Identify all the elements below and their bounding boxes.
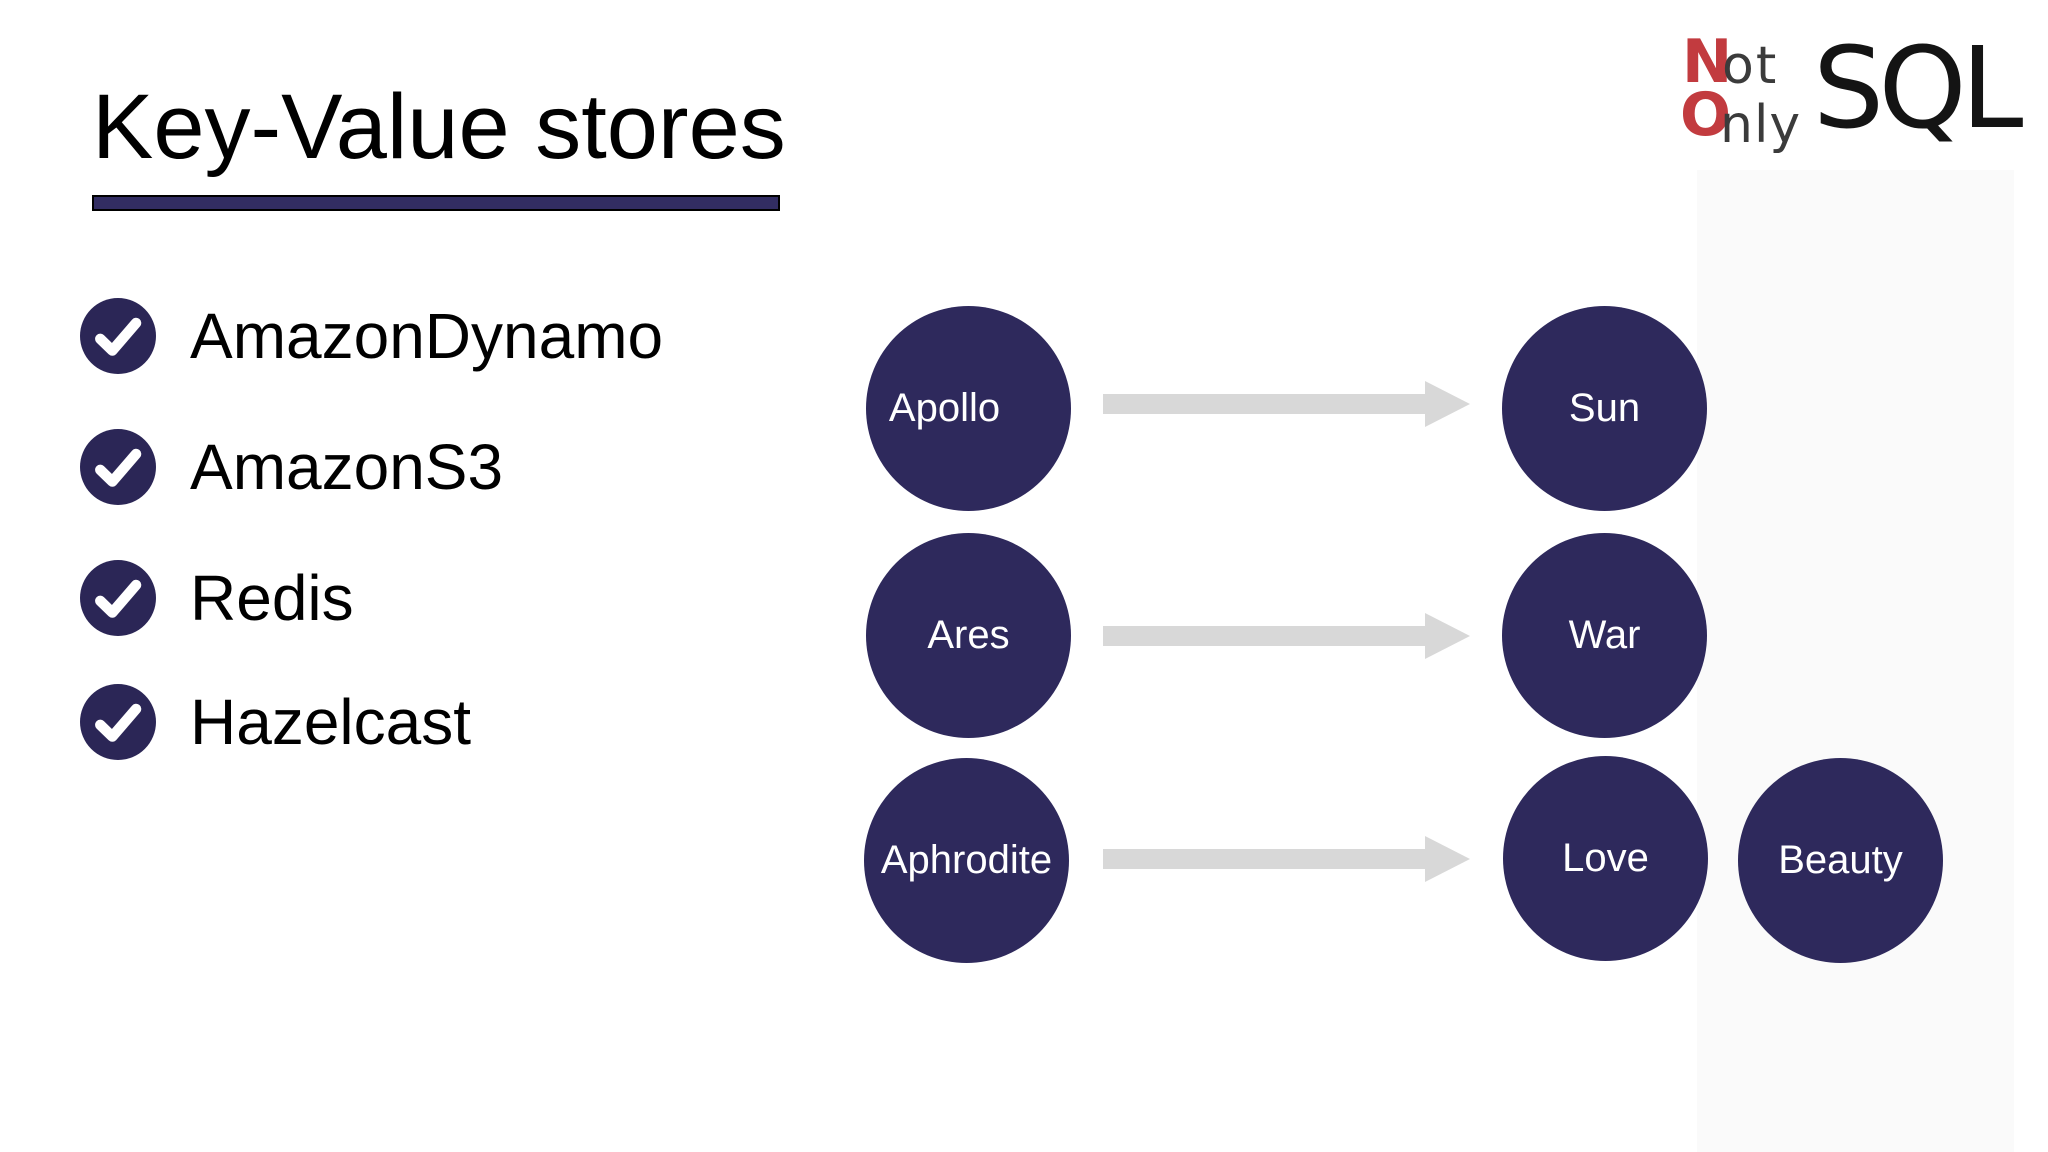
background-band [1697,170,2014,1152]
node-label: Beauty [1778,838,1903,882]
logo-letter-o: O [1680,80,1732,150]
list-item: AmazonDynamo [80,298,663,374]
node-label: Ares [927,613,1010,657]
value-node-beauty: Beauty [1738,758,1943,963]
check-icon [80,560,156,636]
arrow-head-icon [1425,613,1470,659]
value-node-love: Love [1503,756,1708,961]
arrow-icon [1103,394,1425,414]
check-icon [80,429,156,505]
key-node-ares: Ares [866,533,1071,738]
arrow-icon [1103,849,1425,869]
list-item-label: Hazelcast [190,686,471,758]
list-item: Hazelcast [80,684,471,760]
notonlysql-logo: N ot O nly SQL [1680,30,2040,180]
logo-text-ot: ot [1722,36,1779,96]
list-item: AmazonS3 [80,429,503,505]
list-item-label: Redis [190,562,354,634]
title-underline [92,195,780,211]
value-node-war: War [1502,533,1707,738]
node-label: Apollo [888,386,1001,430]
page-title: Key-Value stores [92,76,786,178]
logo-text-sql: SQL [1813,24,2023,154]
logo-letter-n: N [1682,27,1733,97]
check-icon [80,684,156,760]
value-node-sun: Sun [1502,306,1707,511]
node-label: Aphrodite [880,838,1053,882]
check-icon [80,298,156,374]
node-label: War [1568,613,1641,657]
node-label: Love [1562,836,1649,880]
list-item-label: AmazonS3 [190,431,504,503]
key-node-aphrodite: Aphrodite [864,758,1069,963]
logo-text-nly: nly [1720,95,1802,155]
arrow-head-icon [1425,381,1470,427]
arrow-icon [1103,626,1425,646]
arrow-head-icon [1425,836,1470,882]
list-item: Redis [80,560,354,636]
key-node-apollo: Apollo [866,306,1071,511]
node-label: Sun [1568,386,1641,430]
list-item-label: AmazonDynamo [190,300,664,372]
